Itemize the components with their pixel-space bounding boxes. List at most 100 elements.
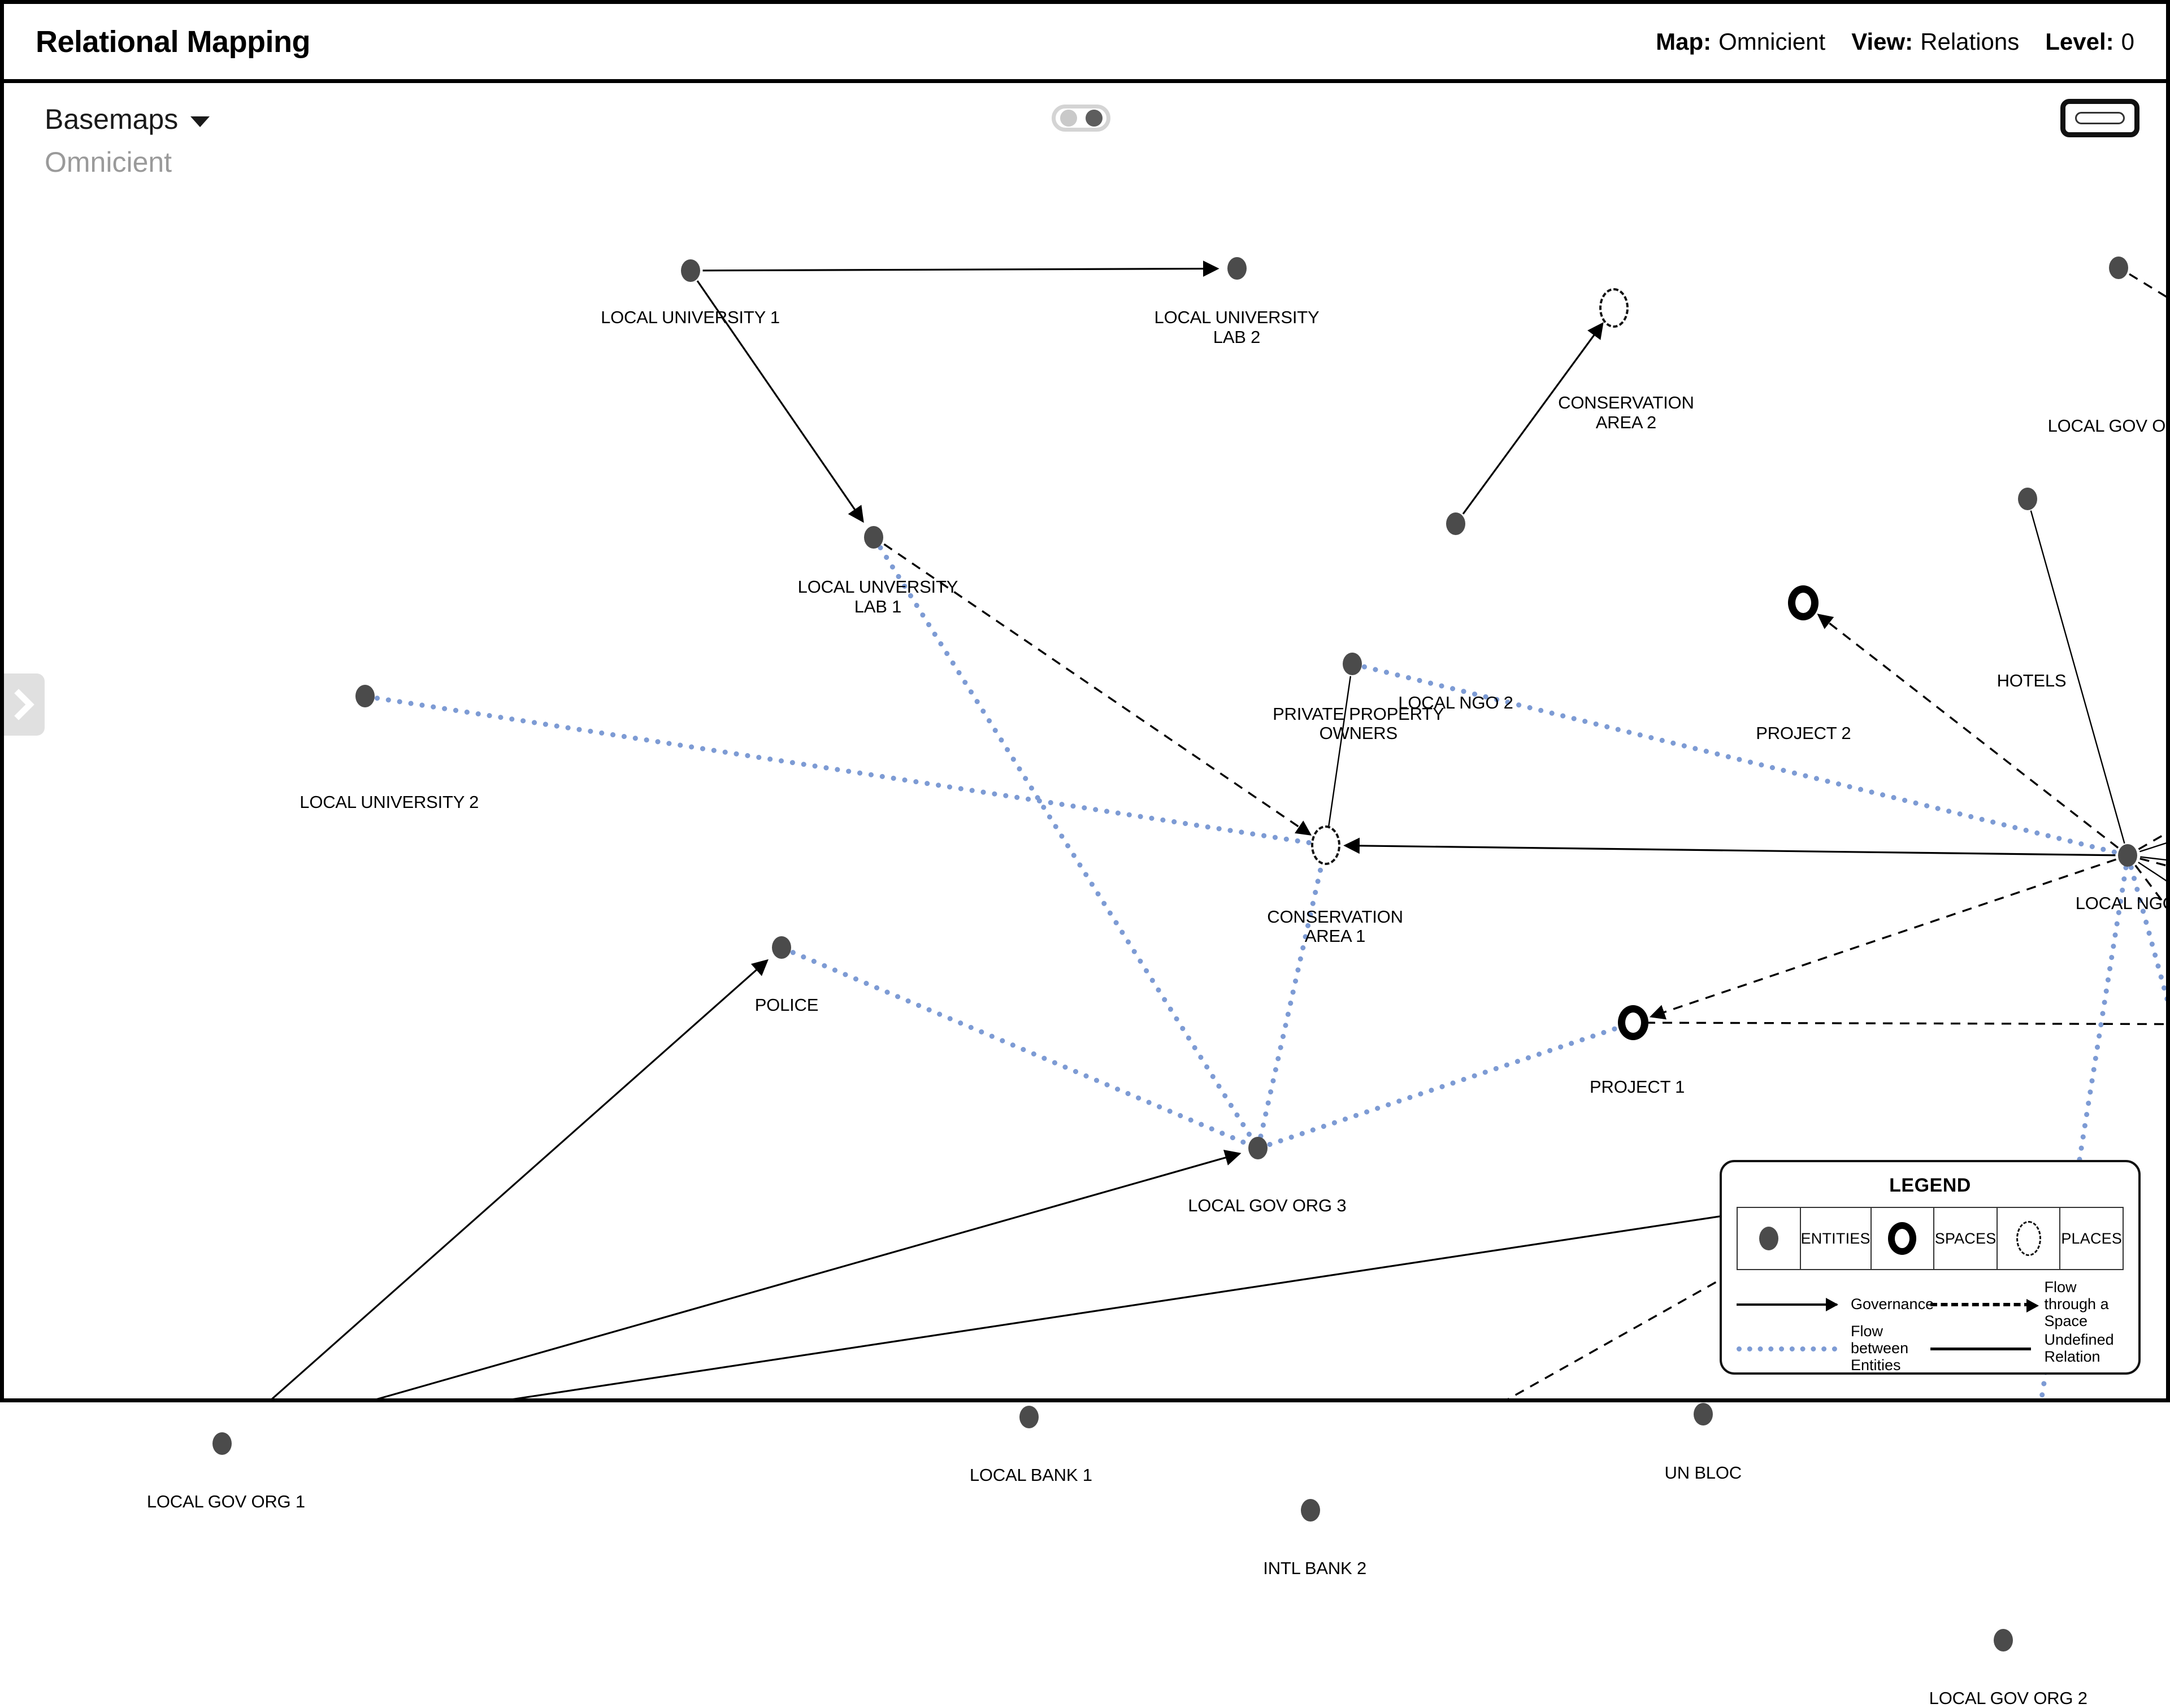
graph-node-local-gov-org-2[interactable] (1993, 1628, 2013, 1651)
graph-edge-private-property-owners-to-conservation-area-1 (1327, 676, 1352, 833)
graph-node-local-university-1[interactable] (680, 259, 700, 282)
filled-ellipse-icon (1759, 1227, 1778, 1250)
basemaps-label: Basemaps (45, 103, 179, 135)
meta-map-value: Omnicient (1718, 28, 1826, 55)
chevron-down-icon (190, 116, 210, 127)
graph-edge-local-gov-org-1-to-police (267, 959, 769, 1402)
dashed-arrow-icon (1930, 1299, 2039, 1312)
chevron-right-icon (14, 689, 34, 720)
legend-places-symbol (1998, 1208, 2061, 1269)
graph-node-local-gov-org-1[interactable] (212, 1432, 232, 1455)
page-title: Relational Mapping (36, 24, 311, 59)
node-label-local-gov-org-1: LOCAL GOV ORG 1 (146, 1491, 305, 1511)
legend-line-styles: Governance Flow through a Space Flow bet… (1737, 1279, 2124, 1374)
graph-node-intl-bank-2-bottom[interactable] (1301, 1498, 1321, 1522)
graph-edge-local-ngo-1-to-local-ngo-3 (2128, 864, 2166, 1005)
menu-bar-icon (2075, 112, 2125, 124)
toggle-dot-left-icon (1060, 110, 1077, 127)
graph-node-un-bloc[interactable] (1693, 1402, 1713, 1425)
legend: LEGEND ENTITIES SPACES PLACES Governance… (1720, 1160, 2141, 1375)
legend-spaces-symbol (1872, 1208, 1935, 1269)
legend-flow-through-space: Flow through a Space (1930, 1279, 2124, 1329)
graph-edge-local-ngo-1-to-local-business-1 (2140, 856, 2166, 861)
graph-edge-local-university-1-to-local-university-lab-1 (696, 280, 864, 523)
graph-node-conservation-area-1[interactable] (1311, 825, 1341, 866)
node-label-local-gov-org-2: LOCAL GOV ORG 2 (1929, 1688, 2087, 1708)
basemaps-selected-value[interactable]: Omnicient (45, 146, 172, 178)
graph-node-conservation-area-2[interactable] (1599, 288, 1629, 328)
graph-node-local-university-lab-2[interactable] (1227, 257, 1247, 280)
legend-governance-label: Governance (1851, 1296, 1934, 1313)
legend-flow-entities-label: Flow between Entities (1851, 1323, 1909, 1374)
graph-edge-local-gov-org-3-to-project-1 (1267, 1024, 1624, 1148)
menu-button[interactable] (2060, 99, 2139, 137)
thick-ring-icon (1888, 1222, 1917, 1255)
graph-edge-local-ngo-1-to-project-4 (2138, 832, 2166, 850)
graph-node-hotels[interactable] (2017, 487, 2037, 510)
meta-view-key: View: (1851, 28, 1913, 55)
meta-level-value: 0 (2121, 28, 2134, 55)
graph-edge-local-ngo-1-to-conservation-area-1 (1343, 837, 2116, 857)
graph-node-local-university-2[interactable] (355, 685, 375, 708)
legend-title: LEGEND (1889, 1175, 1971, 1196)
graph-node-local-ngo-2[interactable] (1446, 512, 1465, 536)
app-header: Relational Mapping Map: Omnicient View: … (4, 4, 2166, 83)
basemaps-dropdown[interactable]: Basemaps (45, 103, 210, 136)
meta-map: Map: Omnicient (1656, 28, 1825, 55)
graph-node-local-university-lab-1[interactable] (864, 525, 884, 549)
graph-edge-local-gov-org-1-to-local-gov-org-4 (486, 1190, 1857, 1402)
view-mode-toggle[interactable] (1052, 105, 1110, 132)
graph-edge-local-university-2-to-conservation-area-1 (374, 696, 1317, 846)
dashed-ellipse-icon (2016, 1221, 2041, 1256)
meta-level-key: Level: (2045, 28, 2114, 55)
graph-edge-local-university-lab-1-to-conservation-area-1 (883, 543, 1312, 836)
graph-edge-local-gov-org-5-to-project-4 (2129, 273, 2166, 298)
legend-places-label: PLACES (2061, 1229, 2123, 1247)
node-label-local-bank-1: LOCAL BANK 1 (969, 1465, 1092, 1485)
legend-flow-between-entities: Flow between Entities (1737, 1323, 1930, 1374)
sidebar-expand-handle[interactable] (4, 673, 45, 736)
legend-spaces-label: SPACES (1934, 1208, 1998, 1269)
legend-entities-label: ENTITIES (1801, 1208, 1872, 1269)
graph-edge-local-university-lab-1-to-local-gov-org-3 (878, 545, 1254, 1141)
meta-view-value: Relations (1920, 28, 2020, 55)
graph-edge-project-1-to-fisherfolk (1645, 1022, 2166, 1025)
graph-node-police[interactable] (771, 936, 791, 959)
graph-edge-local-gov-org-3-to-conservation-area-1 (1258, 855, 1326, 1139)
graph-node-local-gov-org-3[interactable] (1248, 1137, 1268, 1160)
graph-node-local-ngo-1[interactable] (2118, 844, 2138, 867)
toggle-dot-right-icon (1085, 110, 1103, 127)
legend-symbol-table: ENTITIES SPACES PLACES (1737, 1207, 2124, 1270)
legend-undefined-label: Undefined Relation (2044, 1331, 2114, 1365)
graph-node-private-property-owners[interactable] (1343, 652, 1362, 675)
graph-edge-local-gov-org-1-to-local-gov-org-3 (362, 1149, 1242, 1402)
legend-flow-space-label: Flow through a Space (2044, 1279, 2109, 1329)
graph-edge-local-ngo-1-to-project-2 (1817, 614, 2119, 849)
graph-node-project-1[interactable] (1617, 1005, 1648, 1041)
graph-edge-local-ngo-1-to-hotels (2030, 510, 2125, 844)
legend-governance: Governance (1737, 1283, 1934, 1327)
graph-edge-local-university-1-to-local-university-lab-2 (702, 260, 1219, 277)
legend-undefined-relation: Undefined Relation (1930, 1327, 2124, 1371)
header-meta: Map: Omnicient View: Relations Level: 0 (1656, 28, 2134, 55)
solid-arrow-icon (1737, 1298, 1844, 1311)
meta-view: View: Relations (1851, 28, 2019, 55)
graph-node-local-gov-org-5[interactable] (2109, 256, 2129, 279)
meta-map-key: Map: (1656, 28, 1712, 55)
meta-level: Level: 0 (2045, 28, 2134, 55)
graph-edge-local-ngo-1-to-fisherfolk (2139, 857, 2166, 867)
graph-node-local-bank-1[interactable] (1019, 1405, 1039, 1428)
legend-entities-symbol (1738, 1208, 1801, 1269)
graph-edge-local-ngo-1-to-intl-gov-org-6 (2139, 842, 2166, 853)
basemaps-panel: Basemaps Omnicient (45, 103, 210, 179)
graph-node-project-2[interactable] (1788, 585, 1819, 621)
node-label-un-bloc: UN BLOC (1664, 1463, 1742, 1483)
graph-edge-private-property-owners-to-local-ngo-1 (1361, 664, 2119, 855)
plain-solid-line-icon (1930, 1347, 2038, 1350)
graph-edge-local-ngo-1-to-community-org-1 (2138, 862, 2166, 881)
graph-edge-local-ngo-2-to-conservation-area-2 (1462, 322, 1604, 515)
graph-edge-police-to-local-gov-org-3 (790, 950, 1249, 1146)
graph-edge-local-ngo-1-to-project-3 (2134, 864, 2166, 908)
graph-edge-local-ngo-1-to-project-1 (1649, 858, 2117, 1020)
